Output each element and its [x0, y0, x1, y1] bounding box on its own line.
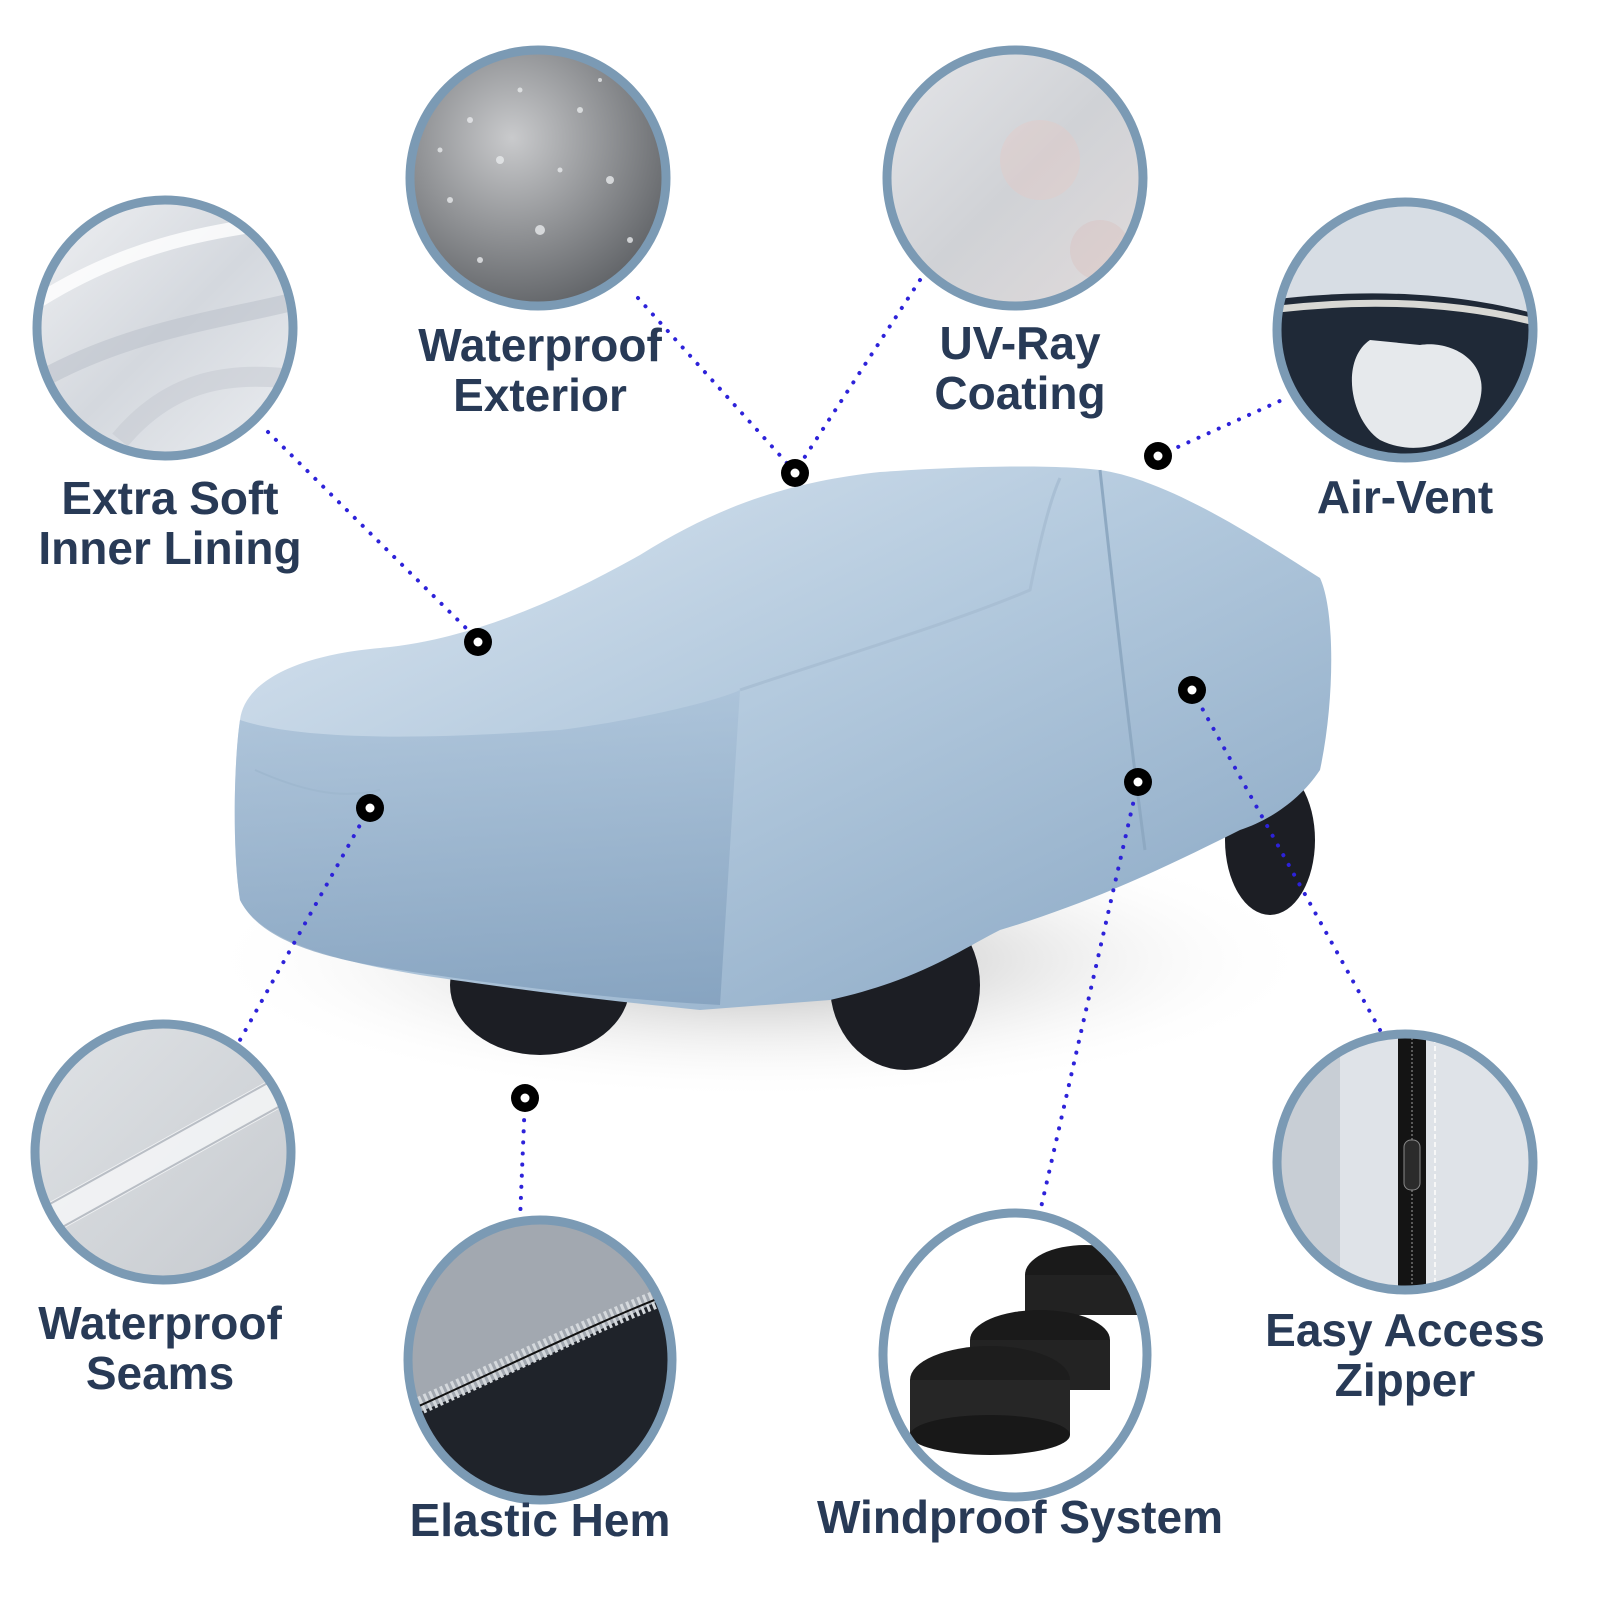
- elastic-hem-icon: [403, 1215, 677, 1505]
- callout-dot[interactable]: [1178, 676, 1206, 704]
- feature-label-easy-access-zipper: Easy Access Zipper: [1245, 1305, 1565, 1405]
- feature-label-waterproof-seams: Waterproof Seams: [0, 1298, 320, 1398]
- feature-label-line: Waterproof: [418, 319, 662, 371]
- feature-label-waterproof-exterior: Waterproof Exterior: [380, 320, 700, 420]
- feature-label-line: UV-Ray: [939, 317, 1101, 369]
- air-vent-icon: [1272, 197, 1538, 463]
- uv-coating-icon: [882, 45, 1148, 311]
- car-cover-illustration: [234, 466, 1332, 1070]
- connector-lines: [238, 278, 1382, 1222]
- feature-label-air-vent: Air-Vent: [1245, 472, 1565, 522]
- feature-label-line: Elastic Hem: [409, 1494, 671, 1546]
- feature-label-line: Coating: [934, 367, 1106, 419]
- feature-label-line: Air-Vent: [1316, 471, 1494, 523]
- callout-dot[interactable]: [356, 794, 384, 822]
- feature-label-uv-ray-coating: UV-Ray Coating: [860, 318, 1180, 418]
- feature-label-elastic-hem: Elastic Hem: [380, 1495, 700, 1545]
- feature-label-line: Inner Lining: [38, 522, 302, 574]
- feature-label-line: Extra Soft: [61, 472, 279, 524]
- feature-label-line: Seams: [85, 1347, 235, 1399]
- callout-dots: [356, 442, 1206, 1112]
- feature-label-extra-soft-inner-lining: Extra Soft Inner Lining: [10, 473, 330, 573]
- feature-label-line: Windproof System: [817, 1491, 1223, 1543]
- callout-dot[interactable]: [1144, 442, 1172, 470]
- seam-tape-icon: [30, 1019, 296, 1285]
- feature-label-line: Zipper: [1334, 1354, 1476, 1406]
- feature-label-line: Waterproof: [38, 1297, 282, 1349]
- callout-dot[interactable]: [464, 628, 492, 656]
- feature-label-line: Exterior: [453, 369, 627, 421]
- strap-rolls-icon: [878, 1208, 1152, 1502]
- feature-label-line: Easy Access: [1265, 1304, 1545, 1356]
- feature-label-windproof-system: Windproof System: [800, 1492, 1240, 1542]
- water-droplets-icon: [405, 45, 671, 311]
- callout-dot[interactable]: [511, 1084, 539, 1112]
- zipper-icon: [1272, 1029, 1538, 1295]
- callout-dot[interactable]: [781, 459, 809, 487]
- fabric-lining-icon: [32, 195, 298, 461]
- callout-dot[interactable]: [1124, 768, 1152, 796]
